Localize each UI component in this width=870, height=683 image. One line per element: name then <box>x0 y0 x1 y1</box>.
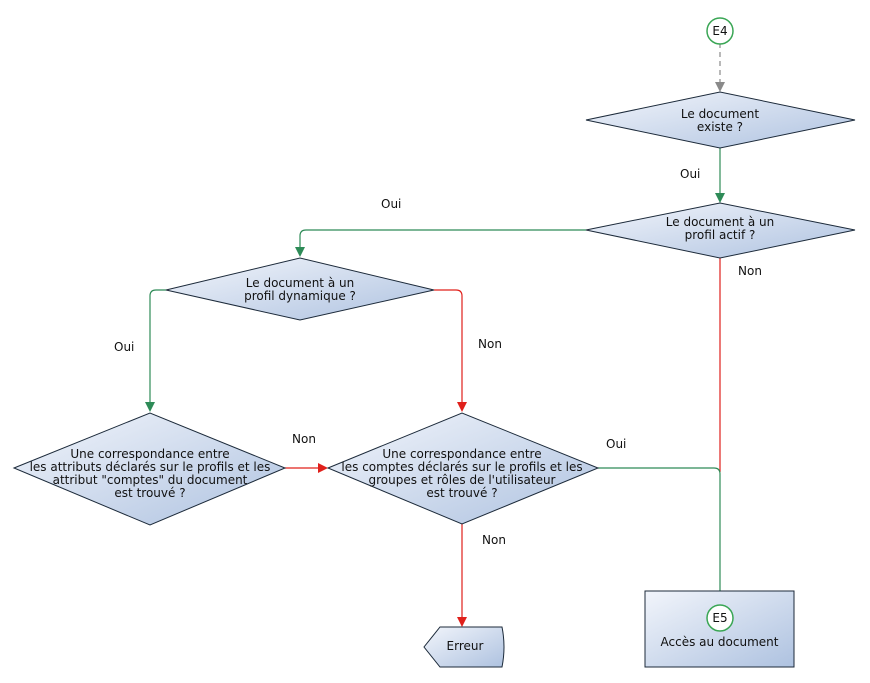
edge-label-accounts-no: Non <box>482 533 506 547</box>
decision-accounts-match-text: Une correspondance entre les comptes déc… <box>341 447 583 500</box>
edge-label-dynamic-yes: Oui <box>114 340 135 354</box>
connector-e5[interactable] <box>706 604 734 632</box>
decision-doc-dynamic-profile-text: Le document à un profil dynamique ? <box>244 276 356 303</box>
edge-label-active-yes: Oui <box>381 197 402 211</box>
decision-doc-exists-text: Le document existe ? <box>680 107 760 134</box>
decision-doc-dynamic-profile[interactable] <box>165 257 435 321</box>
edge-label-accounts-yes: Oui <box>606 437 627 451</box>
process-access-document-text: Accès au document <box>660 635 779 649</box>
edge-label-dynamic-no: Non <box>478 337 502 351</box>
edge-active-yes <box>295 229 586 257</box>
edge-dynamic-no <box>434 289 467 412</box>
terminal-error-text: Erreur <box>446 639 484 653</box>
edge-label-exists-yes: Oui <box>680 167 701 181</box>
decision-doc-active-profile[interactable] <box>585 202 856 259</box>
decision-attr-match[interactable] <box>12 412 287 526</box>
decision-doc-active-profile-text: Le document à un profil actif ? <box>665 215 775 242</box>
connector-e4[interactable] <box>706 17 734 45</box>
edge-label-attr-no: Non <box>292 432 316 446</box>
edge-label-active-no: Non <box>738 264 762 278</box>
edge-accounts-yes <box>598 467 725 604</box>
terminal-error[interactable] <box>423 626 505 668</box>
edge-dynamic-yes <box>145 289 166 412</box>
connector-e5-label: E5 <box>712 611 728 625</box>
decision-accounts-match[interactable] <box>326 412 600 525</box>
decision-doc-exists[interactable] <box>585 91 856 149</box>
decision-attr-match-text: Une correspondance entre les attributs d… <box>29 447 271 500</box>
connector-e4-label: E4 <box>712 24 728 38</box>
